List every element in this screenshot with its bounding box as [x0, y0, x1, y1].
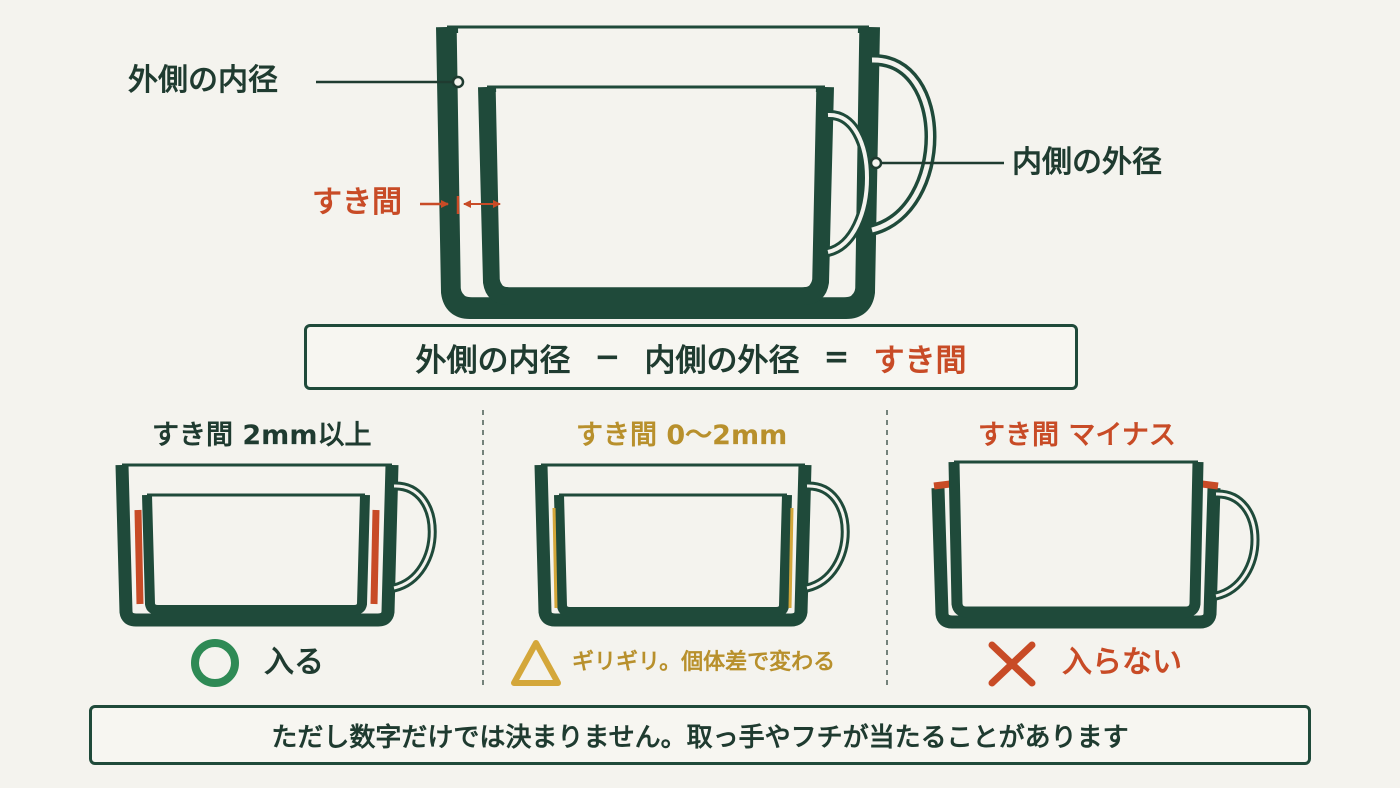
case1-mugs [115, 463, 437, 627]
triangle-icon [511, 640, 561, 686]
formula-equals: = [823, 339, 850, 375]
cross-icon [988, 641, 1036, 687]
formula-result: すき間 [873, 342, 967, 379]
circle-icon [191, 639, 239, 687]
caution-note: ただし数字だけでは決まりません。取っ手やフチが当たることがあります [89, 705, 1311, 765]
outer-mug [436, 25, 937, 319]
leader-lines [316, 75, 1004, 170]
formula-minus: − [594, 339, 621, 375]
case3-title: すき間 マイナス [978, 420, 1176, 451]
formula-box: 外側の内径 − 内側の外径 = すき間 [304, 324, 1078, 390]
case3-result: 入らない [1062, 645, 1182, 680]
inner-outer-diameter-label: 内側の外径 [1012, 145, 1162, 180]
inner-mug [478, 85, 872, 305]
case2-result: ギリギリ。個体差で変わる [572, 650, 836, 675]
case1-title: すき間 2mm以上 [152, 420, 372, 451]
case3-mugs [931, 460, 1260, 629]
case2-mugs [534, 463, 850, 627]
formula-left: 外側の内径 [415, 342, 571, 379]
case2-title: すき間 0〜2mm [576, 420, 788, 451]
outer-mug-handle [870, 53, 937, 236]
gap-label: すき間 [312, 185, 402, 220]
case1-result: 入る [264, 645, 324, 680]
formula-middle: 内側の外径 [644, 342, 800, 379]
gap-arrows [420, 196, 501, 214]
outer-inner-diameter-label: 外側の内径 [128, 63, 278, 98]
